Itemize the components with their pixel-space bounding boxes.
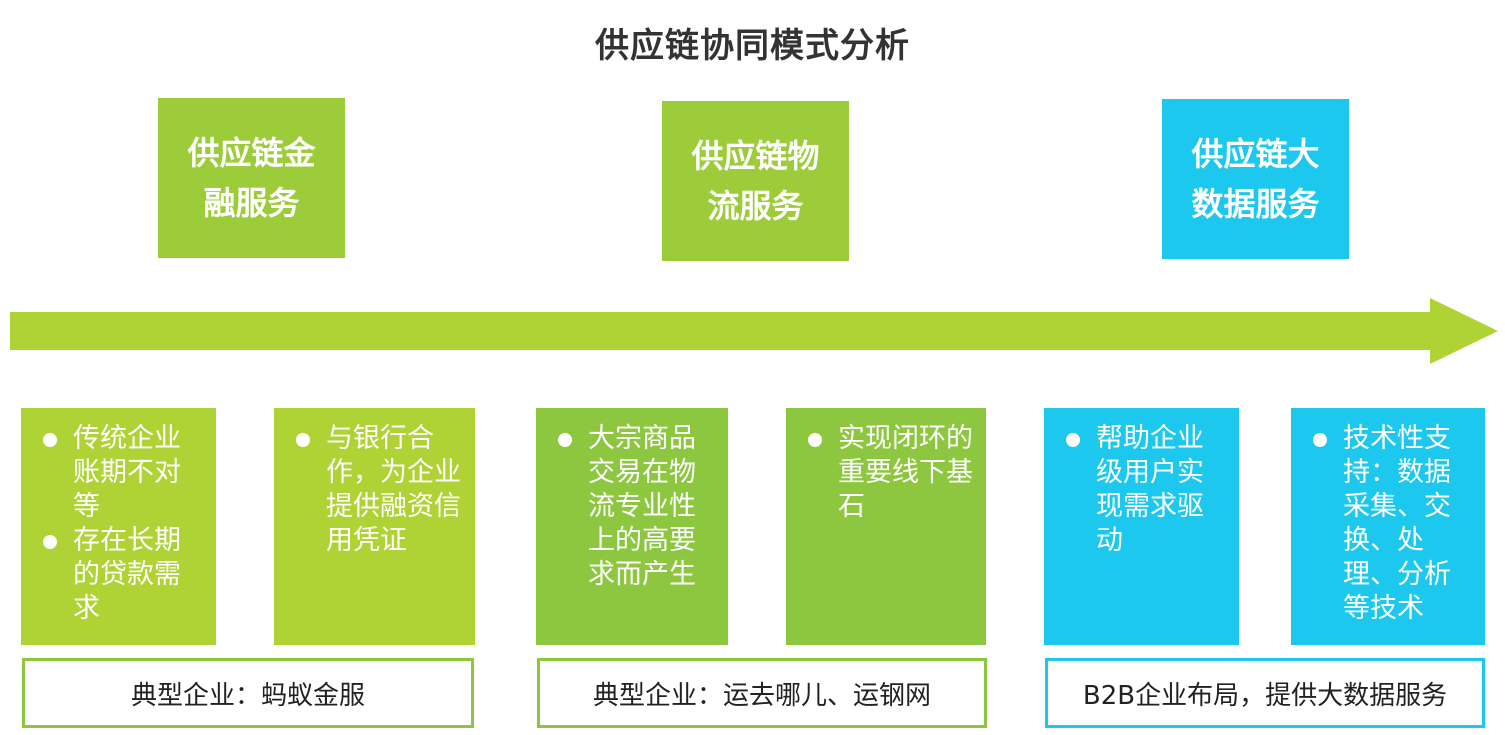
bullet-item: 帮助企业级用户实现需求驱动 — [1066, 422, 1227, 558]
bullet-item: 存在长期的贷款需求 — [43, 524, 204, 626]
bullet-dot-icon — [43, 535, 57, 549]
example-bigdata: B2B企业布局，提供大数据服务 — [1045, 658, 1485, 728]
diagram-title: 供应链协同模式分析 — [595, 26, 910, 66]
bullet-item: 与银行合作，为企业提供融资信用凭证 — [296, 422, 463, 558]
arrow-shape — [10, 298, 1498, 364]
card-finance-2: 与银行合作，为企业提供融资信用凭证 — [274, 408, 475, 645]
example-finance: 典型企业：蚂蚁金服 — [22, 658, 474, 728]
bullet-dot-icon — [296, 433, 310, 447]
bullet-item: 传统企业账期不对等 — [43, 422, 204, 524]
stage-heading-bigdata: 供应链大数据服务 — [1162, 99, 1349, 259]
example-finance-text: 典型企业：蚂蚁金服 — [130, 680, 365, 711]
bullet-dot-icon — [1313, 433, 1327, 447]
stage-heading-logistics: 供应链物流服务 — [662, 101, 849, 261]
card-logistics-1: 大宗商品交易在物流专业性上的高要求而产生 — [536, 408, 728, 645]
bullet-dot-icon — [558, 433, 572, 447]
card-bigdata-2: 技术性支持：数据采集、交换、处理、分析等技术 — [1291, 408, 1485, 645]
card-finance-1: 传统企业账期不对等 存在长期的贷款需求 — [21, 408, 216, 645]
bullet-item: 技术性支持：数据采集、交换、处理、分析等技术 — [1313, 422, 1473, 626]
card-logistics-2: 实现闭环的重要线下基石 — [786, 408, 986, 645]
card-bigdata-1: 帮助企业级用户实现需求驱动 — [1044, 408, 1239, 645]
bullet-dot-icon — [1066, 433, 1080, 447]
example-logistics: 典型企业：运去哪儿、运钢网 — [537, 658, 987, 728]
bullet-dot-icon — [808, 433, 822, 447]
timeline-arrow — [10, 298, 1498, 364]
example-bigdata-text: B2B企业布局，提供大数据服务 — [1082, 680, 1448, 711]
bullet-item: 实现闭环的重要线下基石 — [808, 422, 974, 524]
bullet-item: 大宗商品交易在物流专业性上的高要求而产生 — [558, 422, 716, 592]
bullet-dot-icon — [43, 433, 57, 447]
example-logistics-text: 典型企业：运去哪儿、运钢网 — [592, 680, 931, 711]
stage-heading-finance: 供应链金融服务 — [158, 98, 345, 258]
